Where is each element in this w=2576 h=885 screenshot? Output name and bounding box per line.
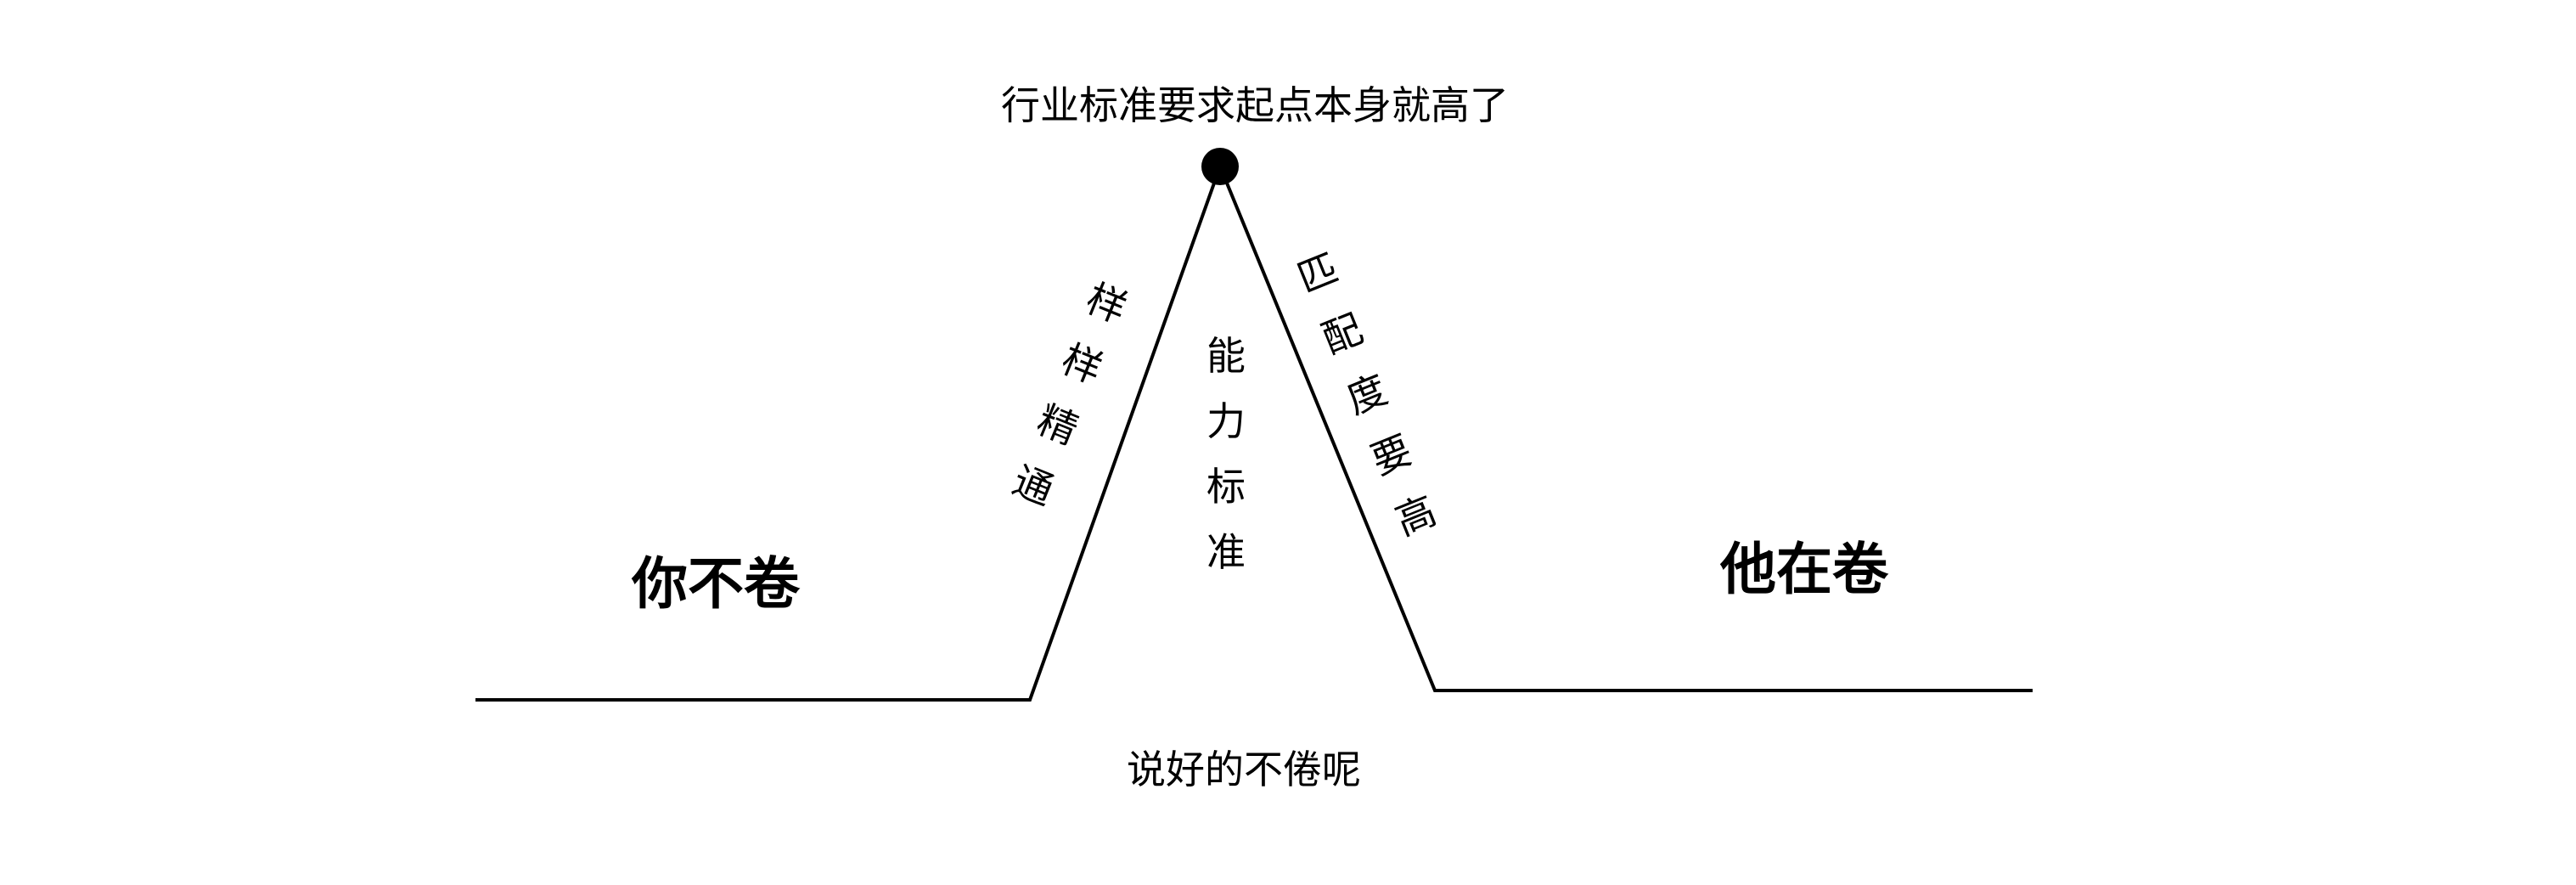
right-slope-and-ground-line — [1218, 166, 2033, 692]
center-label: 能 力 标 准 — [1206, 324, 1246, 585]
left-side-label: 你不卷 — [632, 551, 800, 617]
peak-label: 行业标准要求起点本身就高了 — [1001, 82, 1509, 128]
left-ground-and-slope-line — [475, 166, 1222, 702]
right-side-label: 他在卷 — [1720, 537, 1888, 602]
center-char: 能 — [1206, 333, 1246, 379]
peak-point — [1201, 148, 1239, 185]
bottom-label: 说好的不倦呢 — [1127, 747, 1361, 792]
center-char: 准 — [1206, 529, 1246, 575]
center-char: 力 — [1206, 398, 1246, 444]
center-char: 标 — [1206, 464, 1246, 510]
